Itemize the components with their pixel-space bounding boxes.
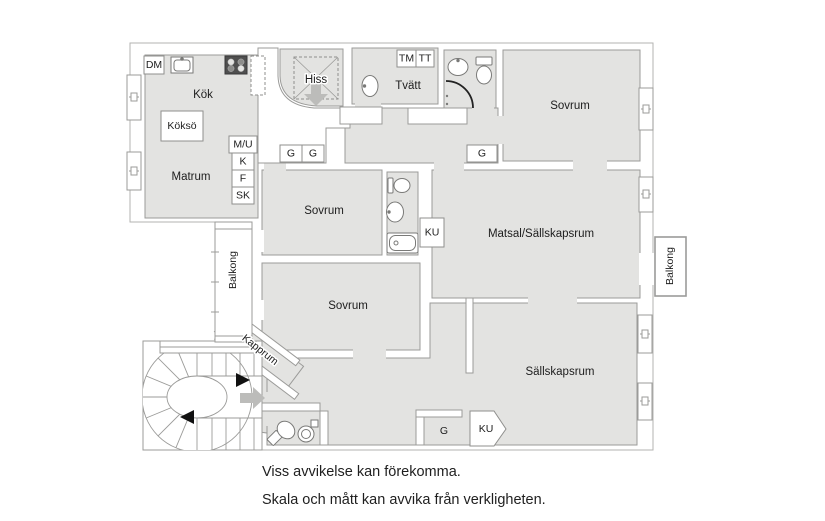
label-ku-mid: KU bbox=[425, 227, 440, 239]
label-tm: TM bbox=[399, 53, 414, 65]
label-k: K bbox=[239, 156, 246, 168]
closet-ku-mid bbox=[419, 217, 445, 248]
closet-ku-lower bbox=[469, 410, 507, 447]
label-kokso: Köksö bbox=[167, 120, 196, 132]
room-sovrum-top bbox=[502, 49, 641, 162]
label-f: F bbox=[240, 173, 246, 185]
shower-door-icon bbox=[445, 80, 474, 109]
stove-icon bbox=[224, 55, 248, 75]
disclaimer-line-2: Skala och mått kan avvika från verklighe… bbox=[262, 492, 546, 508]
elevator-vestibule bbox=[257, 47, 351, 164]
window-icon bbox=[637, 314, 653, 354]
entry-arrow-icon bbox=[240, 387, 265, 409]
window-icon bbox=[126, 151, 142, 191]
labels: DM Kök Köksö Matrum M/U K F SK G G Hiss … bbox=[146, 53, 676, 438]
toilet-icon bbox=[266, 420, 296, 446]
balcony-right bbox=[654, 236, 687, 297]
spiral-staircase-icon bbox=[142, 340, 263, 451]
closet-g-hall bbox=[466, 144, 498, 163]
label-g-hall: G bbox=[478, 148, 486, 160]
label-sovrum-top: Sovrum bbox=[550, 100, 590, 112]
balcony-door-gaps bbox=[249, 230, 655, 320]
elevator-arrow-icon bbox=[304, 82, 328, 106]
label-g2: G bbox=[309, 148, 317, 160]
g-niche-wall-top bbox=[415, 409, 463, 418]
label-balkong-left: Balkong bbox=[227, 251, 239, 289]
room-sovrum-lower bbox=[261, 262, 421, 351]
room-matsal bbox=[431, 169, 641, 299]
label-sallskapsrum: Sällskapsrum bbox=[525, 366, 594, 378]
hall-closet-right bbox=[407, 107, 468, 125]
balcony-left bbox=[211, 221, 253, 343]
tall-cabinet-dashed bbox=[250, 55, 266, 96]
closet-sk bbox=[231, 186, 255, 205]
washbasin-icon bbox=[386, 201, 404, 223]
label-sovrum-mid: Sovrum bbox=[304, 205, 344, 217]
label-sk: SK bbox=[236, 190, 250, 202]
windows bbox=[126, 74, 654, 421]
label-kok: Kök bbox=[193, 89, 213, 101]
label-ku-lower: KU bbox=[479, 423, 494, 435]
toilet-icon bbox=[475, 56, 493, 85]
room-hiss bbox=[279, 48, 344, 107]
window-icon bbox=[638, 176, 654, 213]
wall-spur bbox=[465, 297, 474, 374]
label-matrum: Matrum bbox=[172, 171, 211, 183]
wc-wall-right bbox=[319, 410, 329, 446]
stair-direction-arrow-icon bbox=[180, 410, 194, 424]
washbasin-icon bbox=[361, 75, 379, 97]
label-matsal: Matsal/Sällskapsrum bbox=[488, 228, 594, 240]
label-tt: TT bbox=[419, 53, 432, 65]
closet-dm bbox=[143, 55, 165, 75]
closet-tt bbox=[415, 49, 435, 68]
stair-direction-arrow-icon bbox=[236, 373, 250, 387]
room-sallskapsrum-hall bbox=[266, 302, 638, 446]
washbasin-icon bbox=[297, 419, 319, 443]
disclaimer-line-1: Viss avvikelse kan förekomma. bbox=[262, 464, 461, 480]
label-tvatt: Tvätt bbox=[395, 80, 421, 92]
closet-g2 bbox=[301, 144, 325, 163]
elevator-icon bbox=[293, 56, 339, 106]
kitchen-sink-icon bbox=[170, 56, 194, 74]
label-g1: G bbox=[287, 148, 295, 160]
window-icon bbox=[638, 87, 654, 131]
fixtures bbox=[170, 55, 493, 446]
label-sovrum-lower: Sovrum bbox=[328, 300, 368, 312]
wc-wall-top bbox=[261, 402, 321, 412]
label-mu: M/U bbox=[233, 139, 252, 151]
kitchen-island-box bbox=[160, 110, 204, 142]
room-sovrum-mid bbox=[261, 169, 383, 256]
label-balkong-right: Balkong bbox=[664, 247, 676, 285]
bathtub-icon bbox=[386, 232, 419, 254]
washbasin-icon bbox=[447, 58, 469, 76]
window-icon bbox=[637, 382, 653, 421]
label-hiss: Hiss bbox=[305, 74, 328, 86]
toilet-icon bbox=[387, 177, 411, 194]
label-dm: DM bbox=[146, 59, 162, 71]
hall-closet-left bbox=[339, 106, 383, 125]
window-icon bbox=[126, 74, 142, 121]
closet-boxes bbox=[143, 49, 507, 447]
label-g-lower: G bbox=[440, 425, 448, 437]
